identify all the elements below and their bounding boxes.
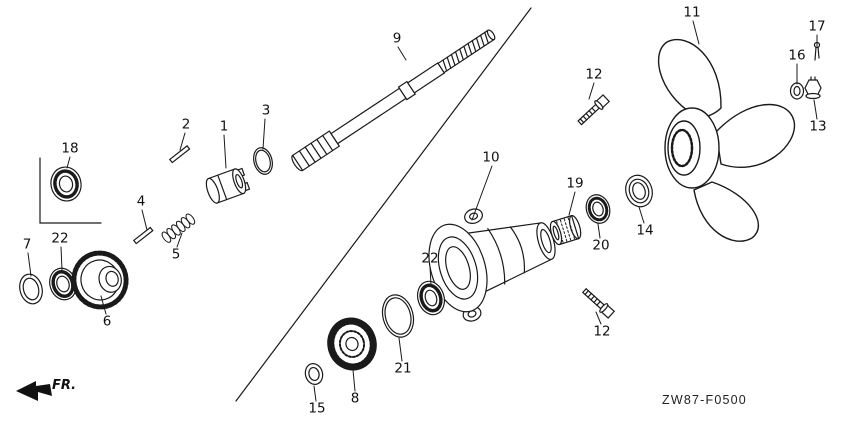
part-22-bearing-left: [49, 267, 77, 301]
part-14-seal: [625, 174, 653, 208]
part-3-ring: [253, 147, 273, 175]
callout-10: 10: [482, 149, 500, 166]
part-7-washer: [19, 273, 43, 305]
part-11-propeller: [657, 38, 796, 242]
callout-1: 1: [219, 118, 229, 135]
part-1-clutch: [205, 167, 251, 204]
callout-11: 11: [683, 4, 701, 21]
callout-4: 4: [136, 193, 146, 210]
callout-15: 15: [308, 400, 326, 417]
callout-17: 17: [808, 18, 826, 35]
part-10-shaft-holder: [428, 208, 556, 322]
part-19-needle-bearing: [549, 214, 582, 246]
part-5-spring: [161, 213, 196, 243]
part-2-pin: [168, 145, 191, 164]
callout-7: 7: [22, 236, 32, 253]
callout-8: 8: [350, 390, 360, 407]
part-20-bearing: [585, 194, 611, 224]
part-9-propeller-shaft: [291, 29, 496, 172]
part-8-bevel-gear: [327, 317, 377, 371]
inset-corner: [39, 157, 102, 224]
callout-12: 12: [585, 66, 603, 83]
part-22-bearing-right: [416, 280, 446, 316]
part-16-washer: [789, 82, 805, 100]
callout-22: 22: [421, 250, 439, 267]
callout-14: 14: [636, 222, 654, 239]
callout-9: 9: [392, 30, 402, 47]
callout-18: 18: [61, 140, 79, 157]
callout-21: 21: [394, 360, 412, 377]
part-4-pin: [132, 226, 154, 245]
callout-22: 22: [51, 230, 69, 247]
callout-19: 19: [566, 175, 584, 192]
part-code: ZW87-F0500: [662, 393, 747, 407]
part-18-bearing: [50, 166, 82, 202]
callout-16: 16: [788, 47, 806, 64]
part-21-o-ring: [381, 294, 415, 338]
part-6-bevel-gear: [71, 250, 129, 310]
callout-12: 12: [593, 323, 611, 340]
callout-6: 6: [102, 313, 112, 330]
divider-line: [235, 7, 532, 402]
part-12-bolt-top: [577, 94, 611, 126]
callout-3: 3: [261, 102, 271, 119]
callout-2: 2: [181, 116, 191, 133]
part-13-castle-nut: [804, 76, 822, 100]
fr-label: FR.: [52, 378, 77, 393]
callout-20: 20: [592, 237, 610, 254]
fr-arrow-icon: [16, 381, 52, 401]
callout-13: 13: [809, 118, 827, 135]
part-12-bolt-bottom: [581, 287, 616, 319]
callout-5: 5: [171, 246, 181, 263]
part-15-washer: [304, 363, 324, 385]
leader-lines: [27, 20, 818, 402]
